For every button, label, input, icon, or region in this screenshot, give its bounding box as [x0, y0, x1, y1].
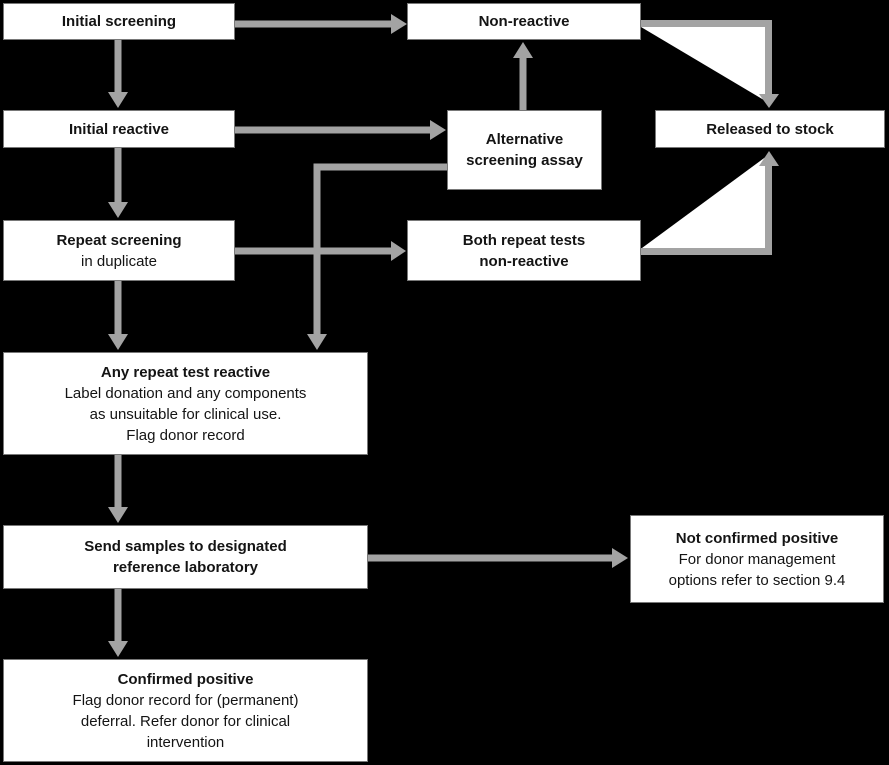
node-label: non-reactive	[479, 252, 569, 270]
node-label: deferral. Refer donor for clinical	[80, 712, 291, 730]
node-label: Alternative	[485, 131, 564, 148]
node-label: reference laboratory	[112, 559, 259, 576]
node-non-reactive: Non-reactive	[407, 3, 641, 40]
node-label: as unsuitable for clinical use.	[89, 405, 282, 423]
node-label: Flag donor record for (permanent)	[72, 691, 299, 709]
node-label: Label donation and any components	[64, 384, 307, 402]
connector-non-reactive-to-released	[641, 20, 779, 108]
node-both-repeat-tests-non-reactive: Both repeat tests non-reactive	[407, 220, 641, 281]
node-label: Flag donor record	[126, 426, 245, 444]
arrow-repeat-screening-to-both-repeat-tests	[235, 241, 406, 261]
arrow-send-samples-to-not-confirmed	[368, 548, 628, 568]
node-label: Both repeat tests	[462, 231, 586, 249]
node-label: Initial reactive	[68, 120, 170, 138]
node-label: Not confirmed positive	[675, 529, 839, 547]
arrow-alternative-assay-to-any-repeat-reactive	[307, 163, 448, 350]
node-label: in duplicate	[81, 252, 157, 270]
arrow-any-repeat-reactive-to-send-samples	[108, 455, 128, 523]
arrow-alternative-assay-to-non-reactive	[513, 42, 533, 110]
node-label: Confirmed positive	[117, 670, 254, 688]
node-label: Initial screening	[61, 13, 177, 30]
node-send-samples-reference-laboratory: Send samples to designated reference lab…	[3, 525, 368, 589]
node-alternative-screening-assay: Alternative screening assay	[447, 110, 602, 190]
node-label: For donor management	[678, 550, 836, 568]
node-label: options refer to section 9.4	[668, 571, 846, 589]
node-label: intervention	[146, 733, 225, 751]
node-label: Send samples to designated	[84, 538, 287, 555]
arrow-repeat-screening-to-any-repeat-reactive	[108, 281, 128, 350]
node-confirmed-positive: Confirmed positive Flag donor record for…	[3, 659, 368, 762]
arrow-initial-screening-to-non-reactive	[235, 14, 407, 34]
connector-both-repeat-to-released	[641, 151, 779, 255]
node-label: screening assay	[466, 152, 583, 169]
node-label: Any repeat test reactive	[100, 363, 271, 381]
node-not-confirmed-positive: Not confirmed positive For donor managem…	[630, 515, 884, 603]
node-label: Repeat screening	[56, 231, 182, 249]
node-repeat-screening: Repeat screening in duplicate	[3, 220, 235, 281]
node-label: Released to stock	[706, 120, 834, 138]
arrow-initial-reactive-to-alternative-assay	[235, 120, 446, 140]
node-initial-screening: Initial screening	[3, 3, 235, 40]
arrow-send-samples-to-confirmed-positive	[108, 589, 128, 657]
node-initial-reactive: Initial reactive	[3, 110, 235, 148]
arrow-initial-reactive-to-repeat-screening	[108, 148, 128, 218]
node-released-to-stock: Released to stock	[655, 110, 885, 148]
node-any-repeat-test-reactive: Any repeat test reactive Label donation …	[3, 352, 368, 455]
arrow-initial-screening-to-initial-reactive	[108, 40, 128, 108]
node-label: Non-reactive	[478, 13, 570, 30]
